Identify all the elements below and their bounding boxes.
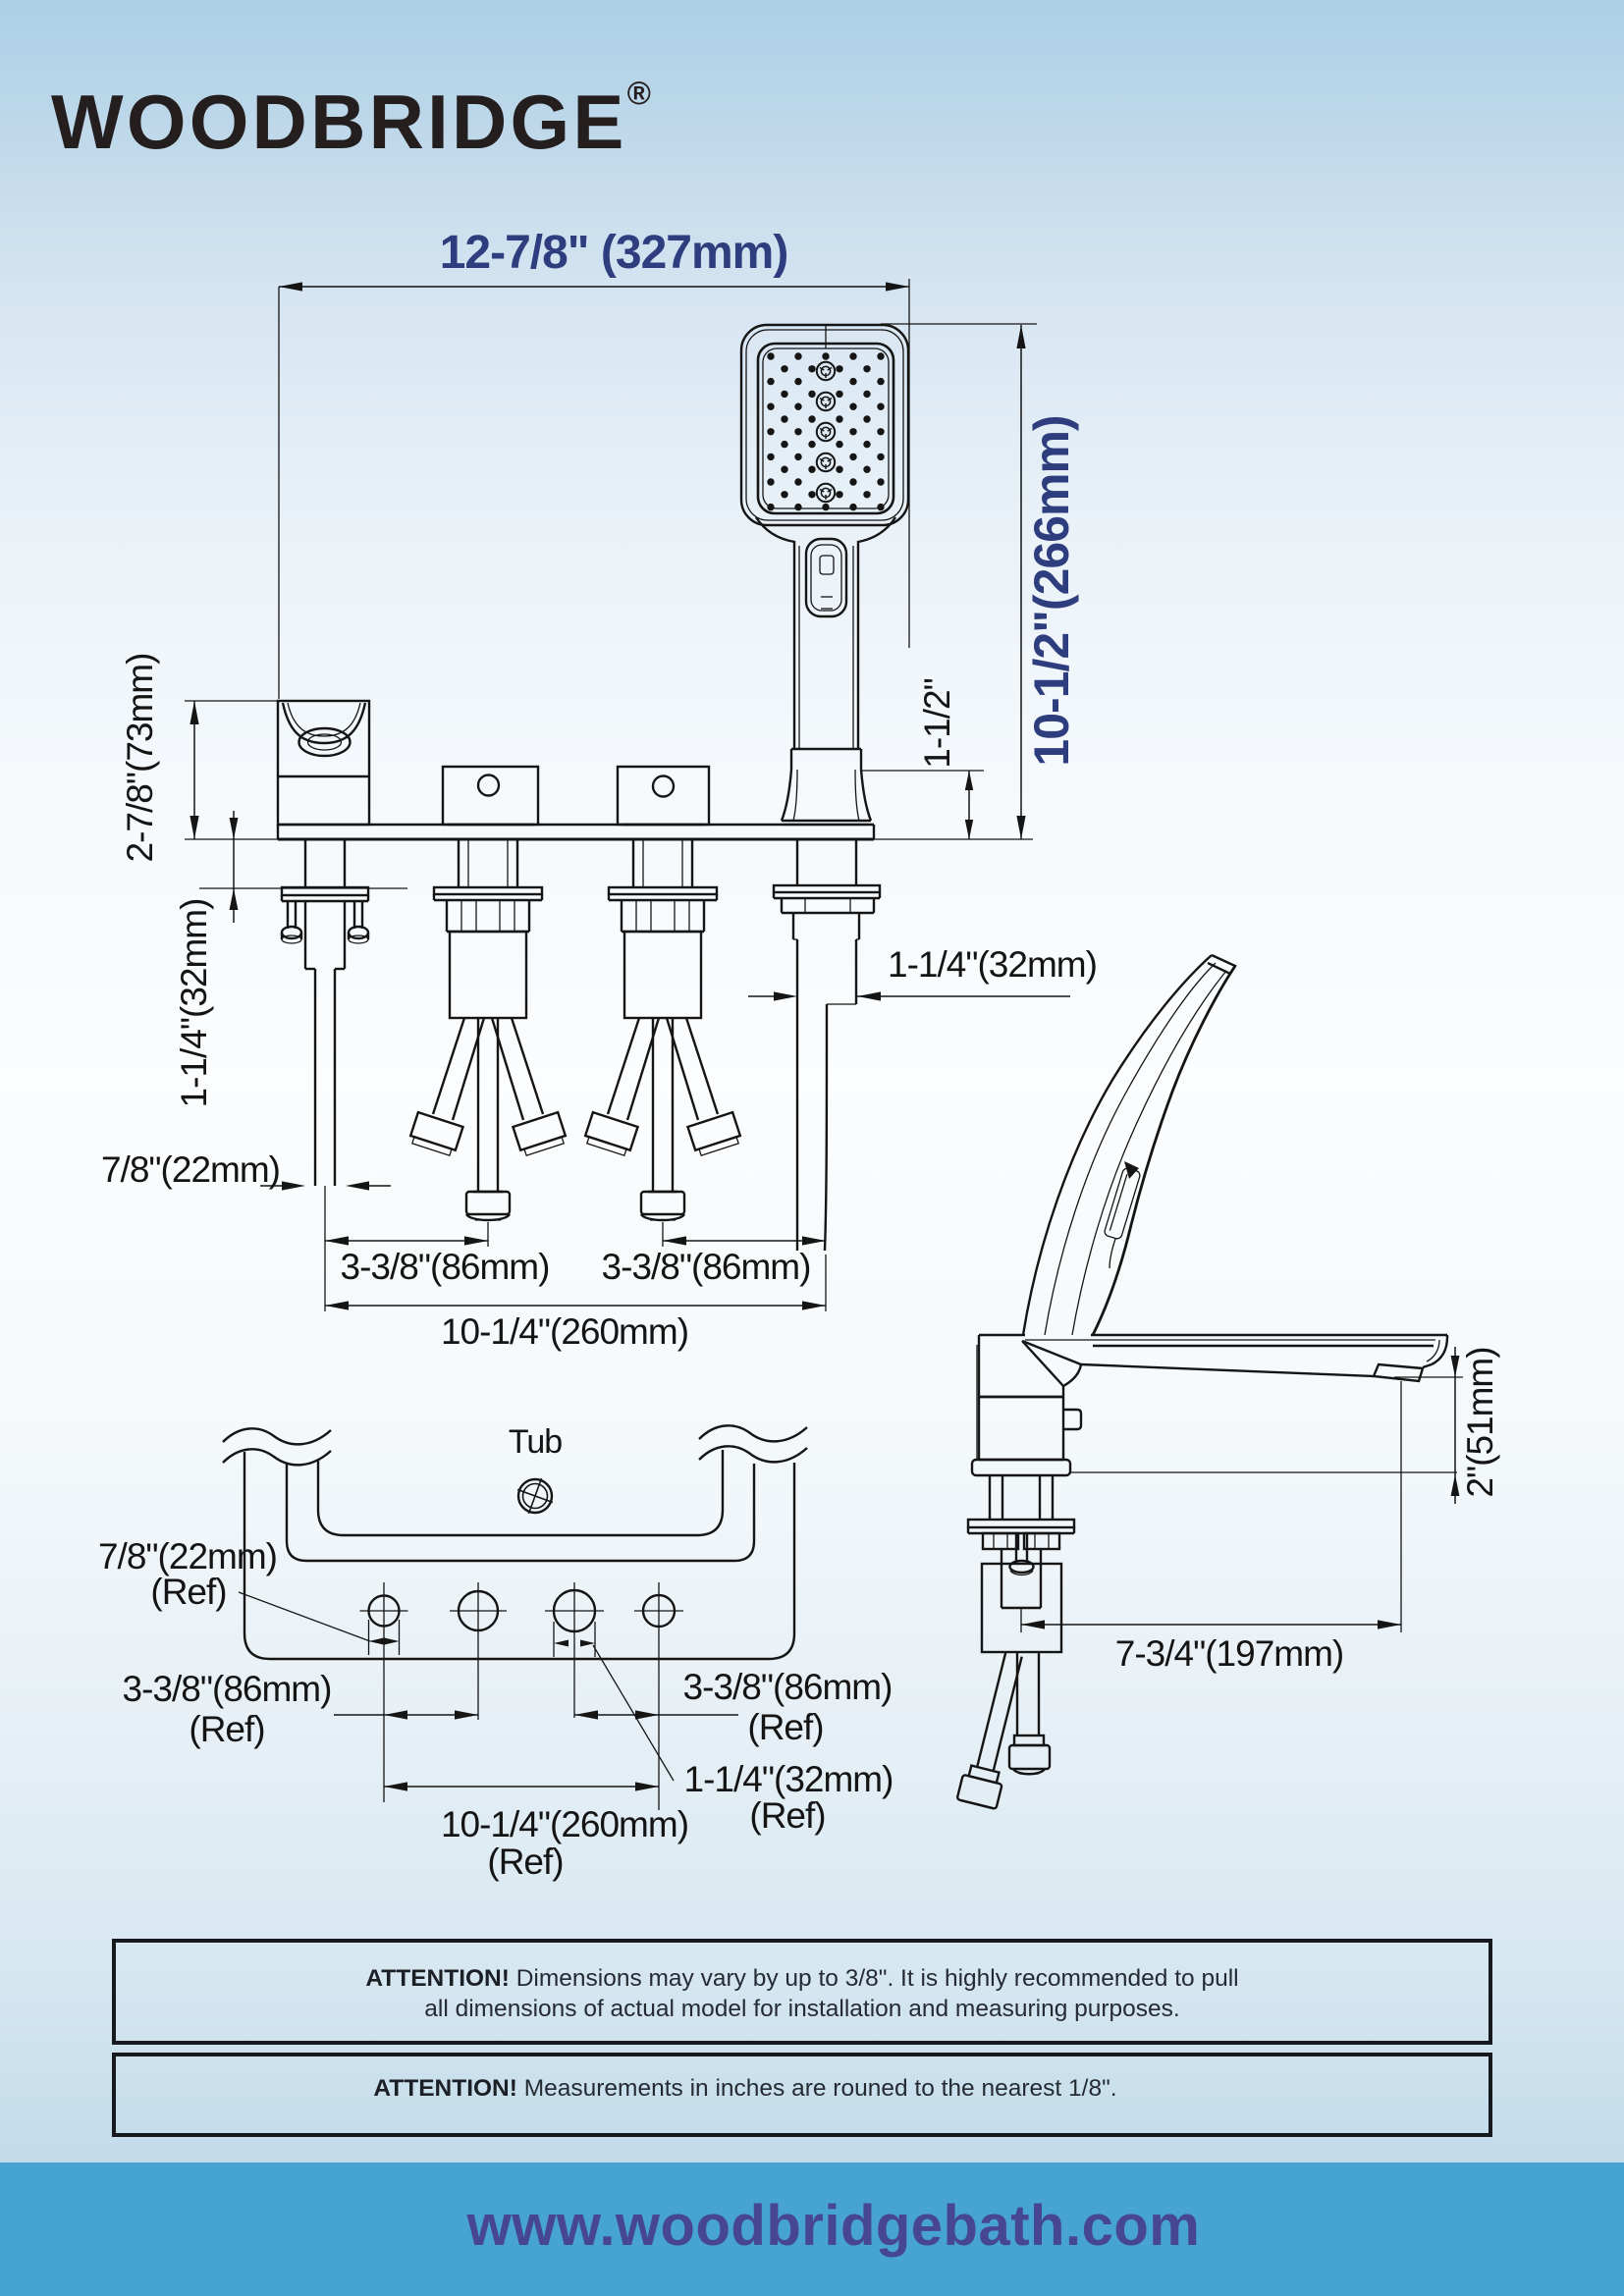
svg-text:2"(51mm): 2"(51mm) xyxy=(1460,1347,1500,1497)
svg-text:(Ref): (Ref) xyxy=(189,1709,264,1749)
svg-text:7-3/4"(197mm): 7-3/4"(197mm) xyxy=(1115,1633,1344,1674)
svg-text:(Ref): (Ref) xyxy=(150,1572,226,1612)
svg-text:3-3/8"(86mm): 3-3/8"(86mm) xyxy=(341,1247,550,1287)
svg-text:3-3/8"(86mm): 3-3/8"(86mm) xyxy=(683,1667,893,1707)
svg-text:1-1/2": 1-1/2" xyxy=(917,678,957,768)
svg-text:3-3/8"(86mm): 3-3/8"(86mm) xyxy=(123,1669,332,1709)
svg-text:10-1/4"(260mm): 10-1/4"(260mm) xyxy=(441,1311,688,1352)
svg-text:1-1/4"(32mm): 1-1/4"(32mm) xyxy=(684,1759,893,1799)
svg-text:1-1/4"(32mm): 1-1/4"(32mm) xyxy=(174,899,214,1108)
svg-text:3-3/8"(86mm): 3-3/8"(86mm) xyxy=(602,1247,811,1287)
svg-text:2-7/8"(73mm): 2-7/8"(73mm) xyxy=(120,654,160,863)
svg-text:7/8"(22mm): 7/8"(22mm) xyxy=(101,1149,280,1190)
svg-text:7/8"(22mm): 7/8"(22mm) xyxy=(98,1536,277,1576)
svg-text:12-7/8" (327mm): 12-7/8" (327mm) xyxy=(440,227,788,279)
svg-text:10-1/2"(266mm): 10-1/2"(266mm) xyxy=(1024,415,1079,766)
svg-text:(Ref): (Ref) xyxy=(749,1795,825,1836)
svg-text:(Ref): (Ref) xyxy=(487,1842,563,1882)
svg-text:10-1/4"(260mm): 10-1/4"(260mm) xyxy=(441,1804,688,1844)
svg-text:1-1/4"(32mm): 1-1/4"(32mm) xyxy=(888,944,1097,985)
svg-text:(Ref): (Ref) xyxy=(747,1707,823,1747)
svg-text:Tub: Tub xyxy=(509,1423,562,1461)
